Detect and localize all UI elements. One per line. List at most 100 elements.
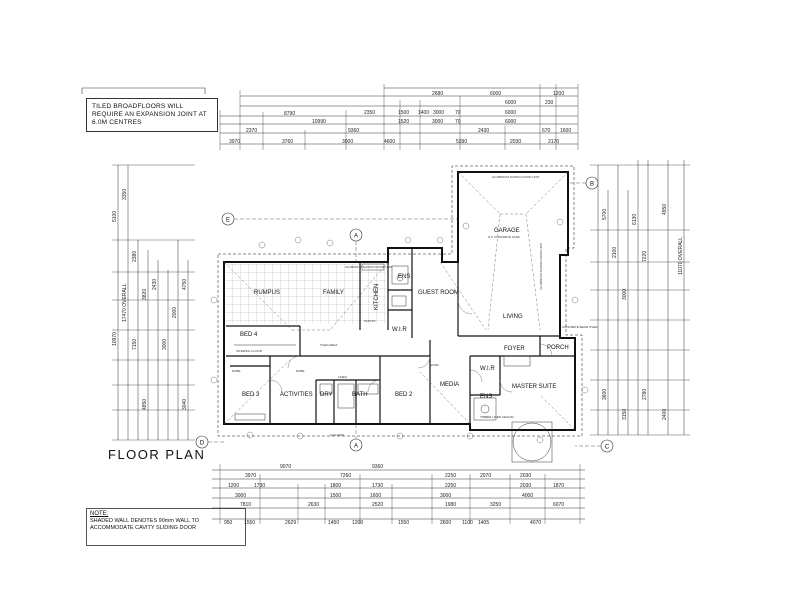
room-label-bed4: BED 4 — [240, 332, 258, 338]
dim-label: 1730 — [254, 483, 265, 489]
dim-label: 70 — [455, 119, 461, 125]
expansion-joint-note: TILED BROADFLOORS WILL REQUIRE AN EXPANS… — [86, 98, 218, 132]
dim-label: 2250 — [445, 473, 456, 479]
dim-label: 4750 — [182, 279, 188, 290]
annotation-stair: STAIR — [430, 363, 439, 367]
dim-label: 2250 — [445, 483, 456, 489]
dim-label: 9070 — [280, 464, 291, 470]
room-label-foyer: FOYER — [504, 346, 525, 352]
dim-label: 2630 — [308, 502, 319, 508]
dim-label: 2030 — [520, 473, 531, 479]
room-label-ens-bottom: ENS — [480, 394, 492, 400]
dim-label: 2400 — [662, 409, 668, 420]
dim-label: 4070 — [530, 520, 541, 526]
room-label-linen: LINEN — [338, 375, 347, 379]
dim-label: 1870 — [553, 483, 564, 489]
dim-label: 3000 — [342, 139, 353, 145]
annotation-internal-floor: INTERNAL FLOOR — [236, 349, 263, 353]
room-label-family: FAMILY — [323, 290, 344, 296]
grid-marker-a-bottom-label: A — [354, 444, 358, 450]
dim-label: 1100 — [462, 520, 473, 526]
dim-label: 670 — [542, 128, 551, 134]
window-tags — [210, 218, 589, 444]
dim-label: 1550 — [398, 520, 409, 526]
dim-label: 7150 — [132, 339, 138, 350]
dim-label: 3970 — [229, 139, 240, 145]
dim-label: 1200 — [352, 520, 363, 526]
room-label-media: MEDIA — [440, 382, 459, 388]
dim-label: 4850 — [142, 399, 148, 410]
room-label-wir-bottom: W.I.R — [480, 366, 495, 372]
left-dimension-strings — [112, 164, 195, 441]
dim-label: 5700 — [602, 209, 608, 220]
dim-label: 3000 — [440, 493, 451, 499]
grid-marker-a-top-label: A — [354, 234, 358, 240]
dim-label: 6000 — [490, 91, 501, 97]
annotation-pantry: PANTRY — [364, 319, 376, 323]
grid-marker-d-label: D — [200, 441, 205, 447]
grid-marker-labels: A A B C D E — [200, 182, 610, 451]
dim-label: 3000 — [432, 119, 443, 125]
annotation-master-ceiling: TIMBER LINED CEILING — [480, 415, 515, 419]
annotations: N.F. CONCRETE SLAB ALUMINIUM SLIDING DOO… — [236, 175, 598, 437]
bottom-dimension-strings — [212, 464, 585, 524]
dim-label: 3000 — [162, 339, 168, 350]
dim-label: 11070 OVERALL — [678, 237, 684, 275]
dim-label: 1980 — [445, 502, 456, 508]
dim-label: 3000 — [622, 289, 628, 300]
dim-label: 8790 — [284, 111, 295, 117]
room-label-kitchen: KITCHEN — [374, 284, 380, 310]
dim-label: 2350 — [364, 110, 375, 116]
room-label-bath: BATH — [352, 392, 368, 398]
annotation-garage-slab: N.F. CONCRETE SLAB — [488, 235, 520, 239]
dim-label: 1450 — [328, 520, 339, 526]
room-label-bed3: BED 3 — [242, 392, 260, 398]
right-dimension-strings — [590, 160, 690, 436]
dim-label: 6070 — [553, 502, 564, 508]
room-labels: RUMPUS FAMILY KITCHEN ENS GUEST ROOM GAR… — [232, 228, 569, 400]
dim-label: 2430 — [152, 279, 158, 290]
grid-marker-e-label: E — [226, 218, 230, 224]
grid-marker-b-label: B — [590, 182, 594, 188]
dim-label: 1730 — [372, 483, 383, 489]
dim-label: 1600 — [370, 493, 381, 499]
grid-lines — [208, 182, 601, 447]
rumpus-tiles — [226, 264, 386, 324]
dim-label: 5390 — [456, 139, 467, 145]
left-dimension-labels: 5100 3350 2380 3820 2430 10970 17470 OVE… — [112, 189, 188, 410]
room-label-wir-top: W.I.R — [392, 327, 407, 333]
dim-label: 2030 — [510, 139, 521, 145]
door-swings — [269, 299, 553, 393]
notes-box: NOTE: SHADED WALL DENOTES 90mm WALL TO A… — [86, 508, 246, 546]
dim-label: 3820 — [142, 289, 148, 300]
dim-label: 4950 — [662, 204, 668, 215]
dim-label: 3040 — [182, 399, 188, 410]
dim-label: 17470 OVERALL — [122, 283, 128, 322]
dim-label: 3970 — [245, 473, 256, 479]
dim-label: 3000 — [433, 110, 444, 116]
dim-label: 5100 — [112, 211, 118, 222]
dim-label: 4600 — [384, 139, 395, 145]
dim-label: 3150 — [622, 409, 628, 420]
room-label-activities: ACTIVITIES — [280, 392, 313, 398]
dim-label: 2430 — [478, 128, 489, 134]
dim-label: 1405 — [478, 520, 489, 526]
room-label-robe: ROBE — [232, 369, 241, 373]
annotation-garage-door-2: ALUMINIUM SLIDING DOOR UNIT — [539, 242, 543, 290]
dim-label: 10970 — [112, 332, 118, 346]
dim-label: 3600 — [602, 389, 608, 400]
dim-label: 10990 — [312, 119, 326, 125]
annotation-concrete-beam: CONCRETE BEAM OVER — [562, 325, 598, 329]
dim-label: 7810 — [240, 502, 251, 508]
dim-label: 2100 — [612, 247, 618, 258]
dim-label: 7260 — [340, 473, 351, 479]
dim-label: 2600 — [440, 520, 451, 526]
top-dimension-strings — [219, 84, 579, 150]
room-label-living: LIVING — [503, 314, 523, 320]
dim-label: 1500 — [398, 110, 409, 116]
grid-marker-c-label: C — [605, 445, 610, 451]
dim-label: 2780 — [642, 389, 648, 400]
roof-hip-lines — [223, 171, 576, 431]
notes-text: SHADED WALL DENOTES 90mm WALL TO ACCOMMO… — [90, 518, 200, 531]
